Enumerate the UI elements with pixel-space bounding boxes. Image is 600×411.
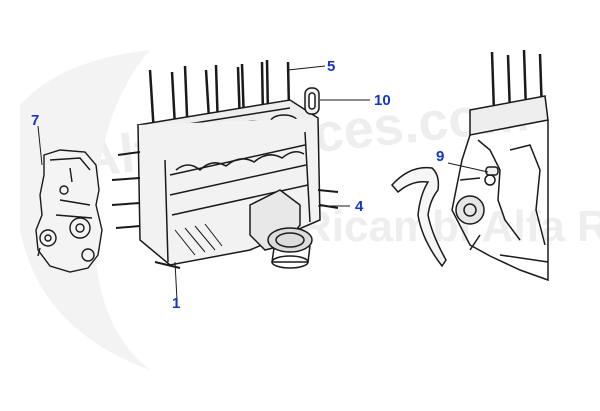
callout-4: 4 bbox=[355, 198, 364, 215]
leader-1 bbox=[174, 261, 178, 301]
leader-9 bbox=[447, 162, 489, 173]
watermark-line-2: Ricambi Alfa Romeo bbox=[300, 202, 600, 251]
right-engine-block bbox=[451, 49, 549, 282]
leader-lines bbox=[37, 65, 489, 301]
callout-10: 10 bbox=[374, 92, 391, 109]
part-1-engine-block bbox=[111, 59, 339, 269]
part-7-timing-cover bbox=[35, 149, 103, 273]
callout-5: 5 bbox=[327, 58, 336, 75]
leader-5 bbox=[287, 65, 326, 71]
callout-9: 9 bbox=[436, 148, 445, 165]
part-9-plug bbox=[485, 166, 499, 176]
callout-7: 7 bbox=[31, 112, 40, 129]
part-10-plug bbox=[304, 87, 320, 115]
leader-7 bbox=[37, 125, 43, 166]
part-rear-gasket bbox=[391, 166, 447, 268]
callout-1: 1 bbox=[172, 295, 181, 312]
